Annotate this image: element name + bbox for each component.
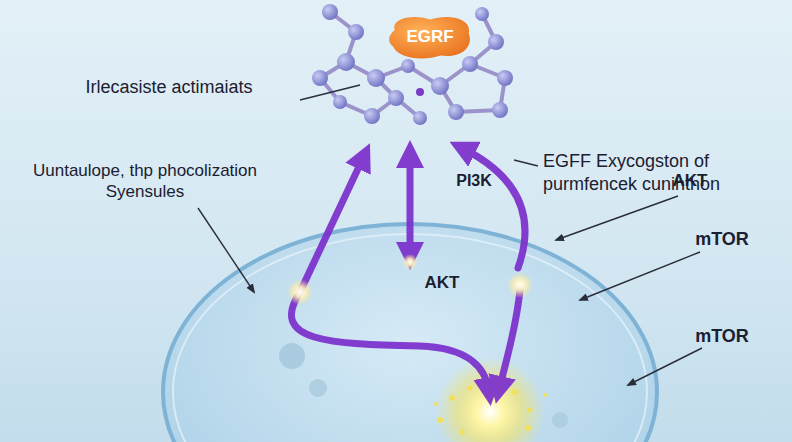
atom xyxy=(488,34,504,50)
atom xyxy=(333,95,347,109)
node-label: EGRF xyxy=(406,27,454,47)
protein-label: mTOR xyxy=(682,228,762,251)
signal-arrow xyxy=(407,154,414,256)
protein-label: AKT xyxy=(660,170,720,191)
callout-label: Irlecasiste actimaiats xyxy=(38,76,300,99)
atom xyxy=(448,104,464,120)
protein-label: AKT xyxy=(412,272,472,293)
activation-glow xyxy=(434,357,547,442)
cell-membrane xyxy=(163,224,657,442)
sparkle xyxy=(287,279,313,305)
leader-line xyxy=(198,208,254,292)
signal-arrow xyxy=(300,156,364,292)
atom xyxy=(388,90,404,106)
leader-lines xyxy=(198,85,702,385)
signal-arrow xyxy=(499,290,520,390)
dot xyxy=(543,393,547,397)
vesicle xyxy=(279,343,305,369)
atom xyxy=(348,24,364,40)
dot xyxy=(468,386,473,391)
dot xyxy=(528,408,533,413)
atom xyxy=(462,56,478,72)
dot xyxy=(512,389,518,395)
dot xyxy=(449,395,455,401)
sparkles xyxy=(287,254,533,305)
sparkle xyxy=(402,254,418,270)
signal-arrow xyxy=(291,292,489,392)
atom xyxy=(475,7,489,21)
receptor-blob: EGRF xyxy=(386,15,474,60)
glow xyxy=(435,357,545,442)
atoms xyxy=(312,4,513,125)
cell-body xyxy=(163,224,657,442)
vesicle xyxy=(309,379,327,397)
atom xyxy=(492,102,508,118)
dot xyxy=(437,417,443,423)
atom xyxy=(416,88,424,96)
signal-arrows xyxy=(291,148,525,392)
membrane-highlight xyxy=(173,234,647,442)
signal-arrow xyxy=(462,148,525,268)
atom xyxy=(497,70,513,86)
protein-label: mTOR xyxy=(682,325,762,348)
atom xyxy=(312,70,328,86)
callout-label: Uuntaulope, thp phocolization Syensules xyxy=(8,160,282,203)
atom xyxy=(413,111,427,125)
leader-line xyxy=(580,252,700,300)
sparkle xyxy=(507,272,533,298)
dot xyxy=(460,430,465,435)
atom xyxy=(431,77,449,95)
dot xyxy=(434,402,438,406)
leader-line xyxy=(628,348,702,385)
leader-line xyxy=(556,196,678,240)
atom xyxy=(364,108,380,124)
leader-line xyxy=(300,85,360,100)
atom xyxy=(367,69,385,87)
vesicle xyxy=(552,412,568,428)
blob-outline xyxy=(389,16,470,58)
dot xyxy=(525,425,531,431)
atom xyxy=(322,4,338,20)
atom xyxy=(337,53,355,71)
protein-label: PI3K xyxy=(444,171,504,191)
leader-line xyxy=(514,160,538,166)
molecule xyxy=(320,12,505,118)
atom xyxy=(401,59,415,73)
callout-label: EGFF Exycogston of purmfencek cunihthon xyxy=(543,150,755,195)
